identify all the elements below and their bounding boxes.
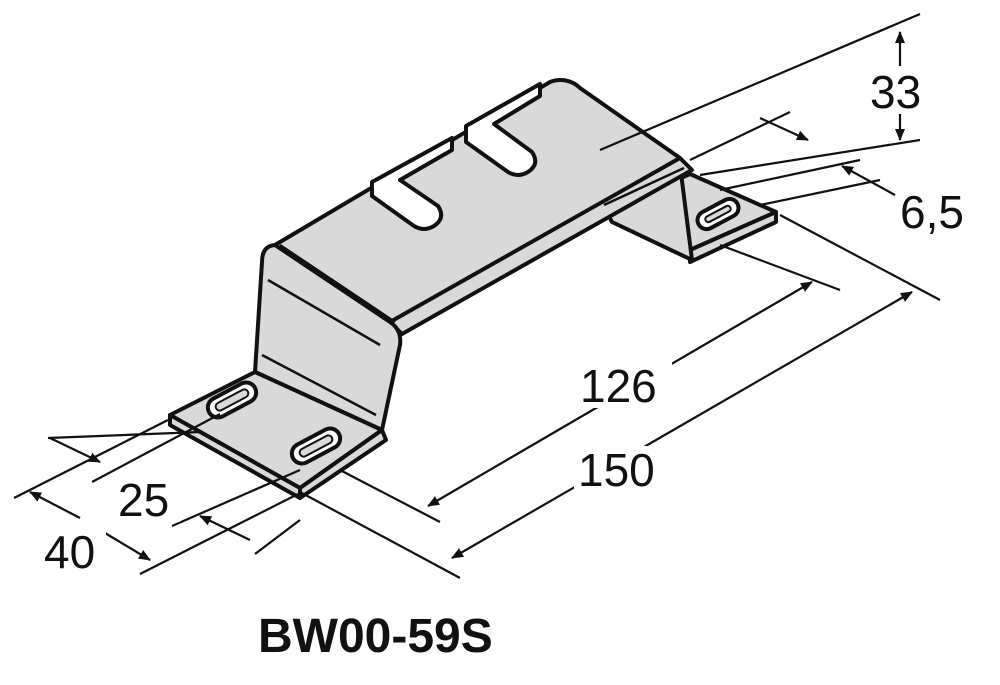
- part-number: BW00-59S: [258, 610, 493, 663]
- top-slot-left: [370, 136, 454, 231]
- top-slots: [370, 82, 542, 231]
- dim-label-overall-length: 150: [578, 444, 655, 496]
- dim-line-25: [49, 437, 101, 463]
- bend-lines: [261, 166, 685, 417]
- mounting-holes: [205, 196, 741, 466]
- dimension-lines: [13, 12, 941, 579]
- dim-label-inner-length: 126: [580, 360, 657, 412]
- hole-right: [695, 196, 741, 232]
- dim-line-40: [29, 491, 81, 519]
- left-riser: [253, 243, 403, 432]
- hole-left-front: [289, 426, 343, 466]
- hole-left-rear: [205, 380, 259, 420]
- dim-label-hole-spacing: 25: [118, 474, 169, 526]
- top-slot-right: [464, 82, 542, 177]
- dim-label-slot-width: 6,5: [900, 186, 964, 238]
- dim-label-height: 33: [870, 66, 921, 118]
- left-foot-edge-right: [298, 428, 388, 500]
- dimension-labels: 33 6,5 126 150 25 40: [40, 66, 986, 578]
- dim-label-width: 40: [44, 526, 95, 578]
- dim-line-150: [451, 291, 913, 559]
